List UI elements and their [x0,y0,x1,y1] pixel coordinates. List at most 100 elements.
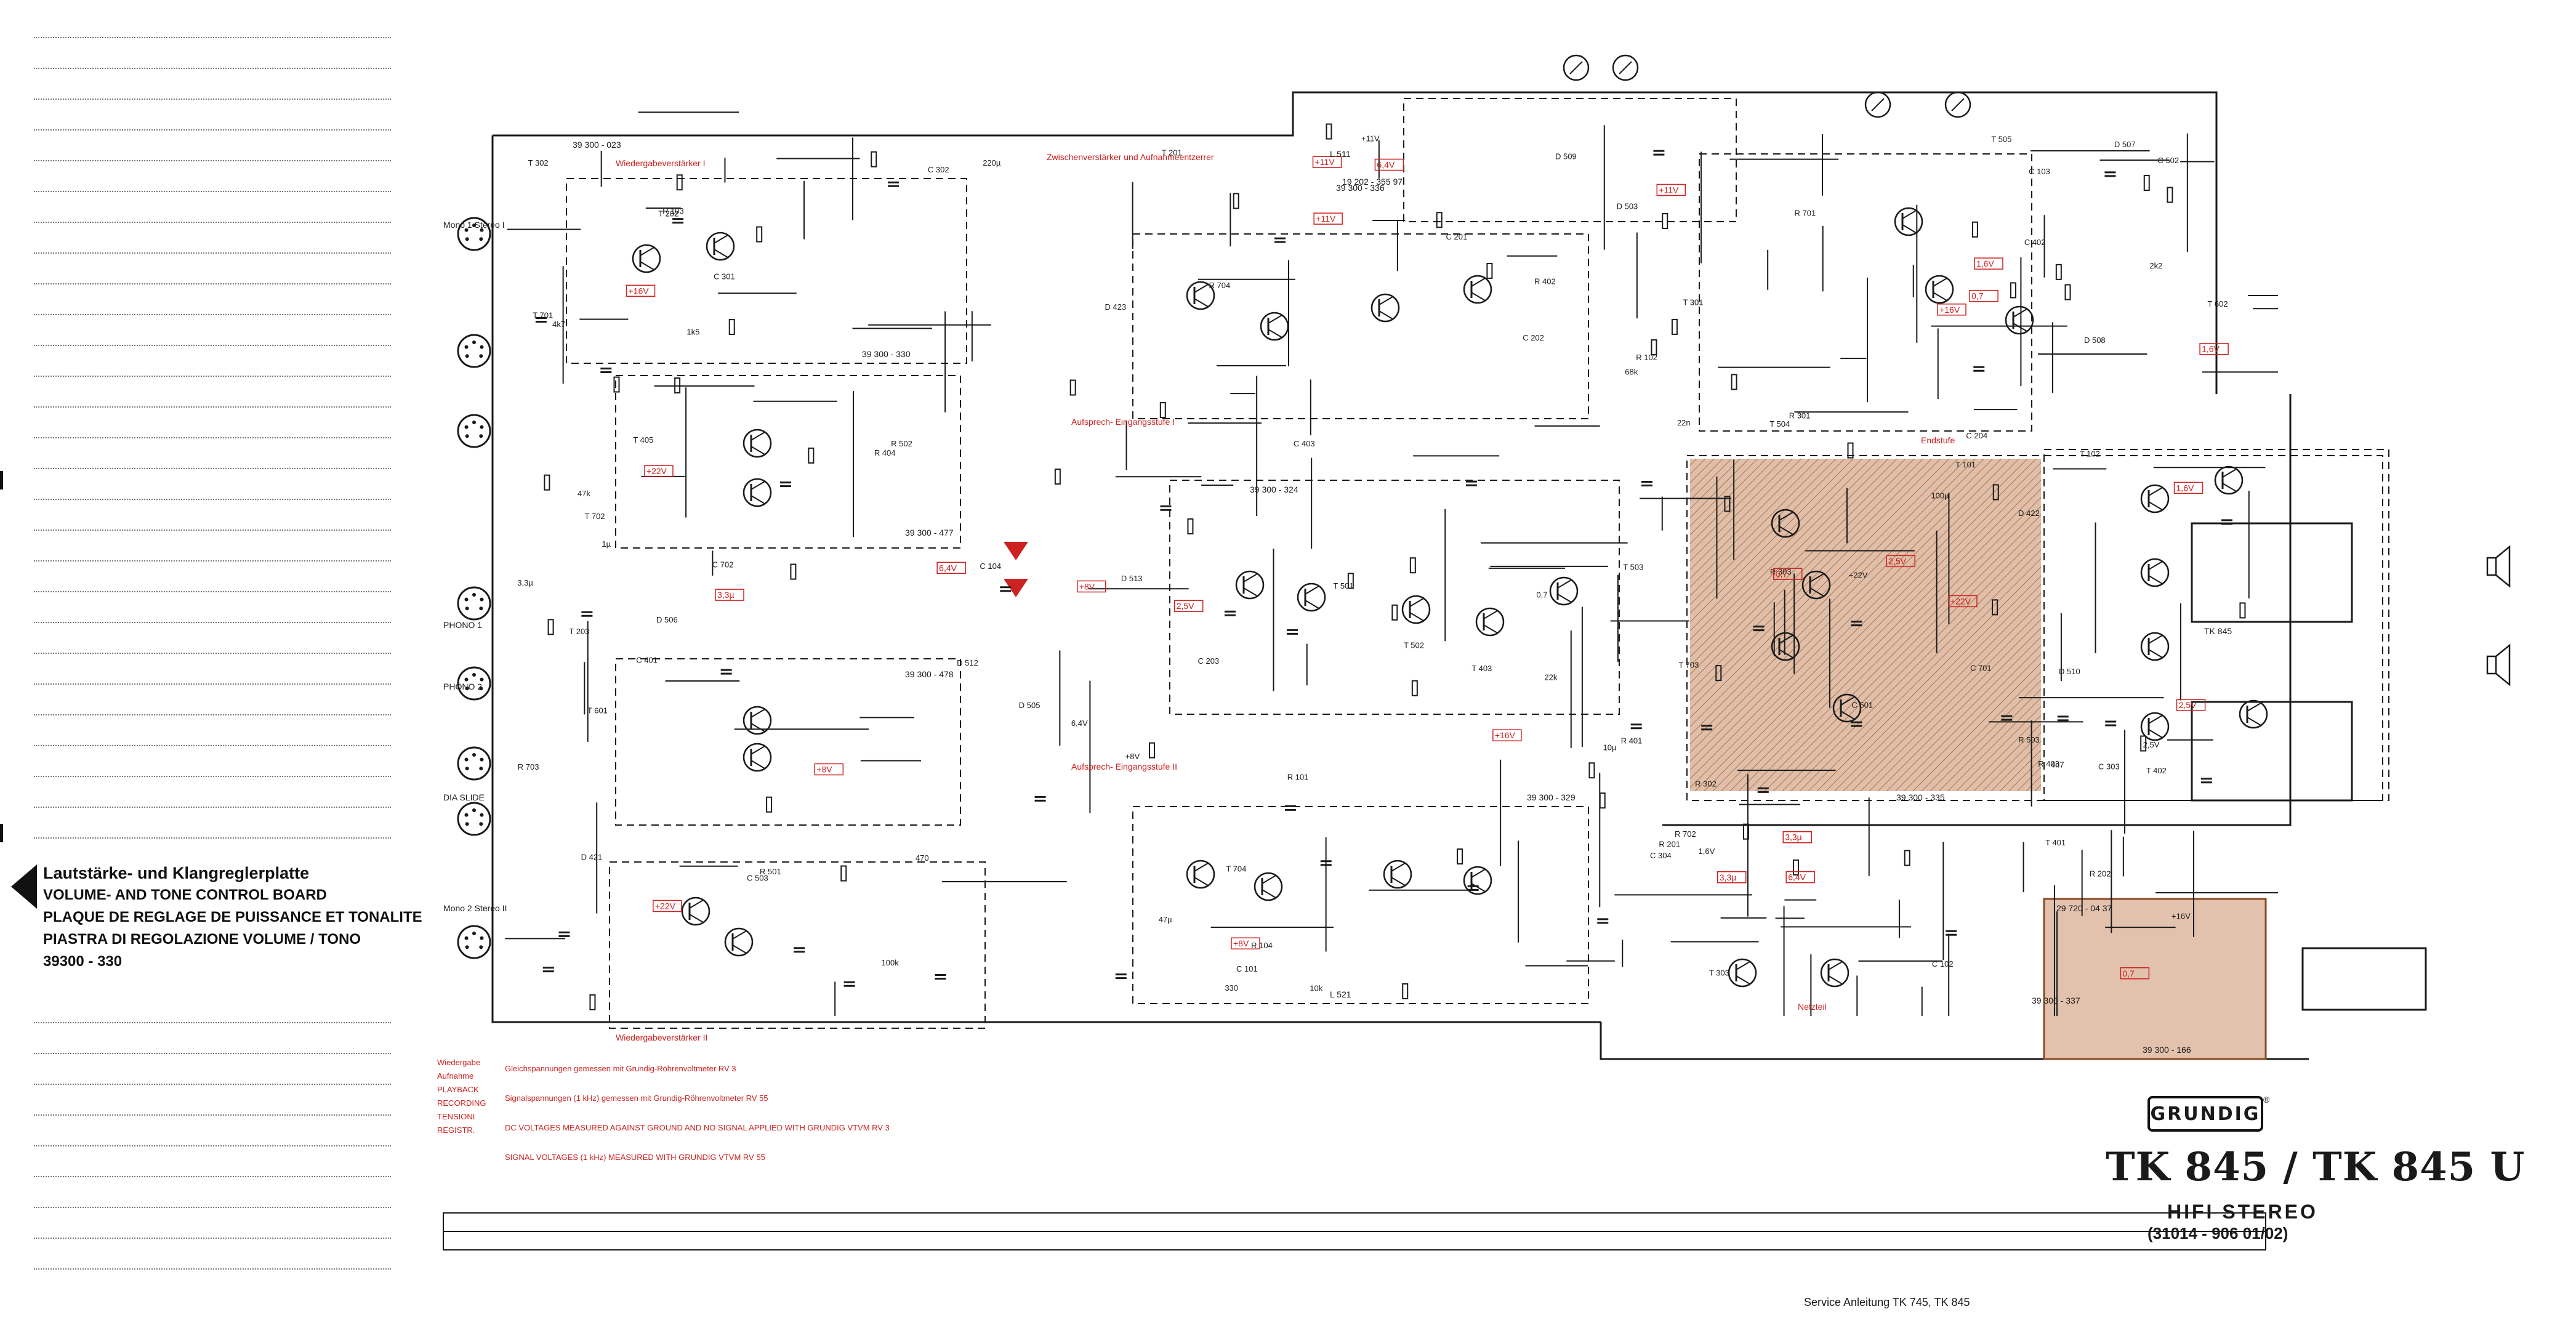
divider [34,714,391,715]
component-label: T 703 [1678,660,1699,669]
component-label: 47k [578,489,590,498]
voltage-label: 6,4V [1788,872,1806,882]
voltage-label: 0,7 [1971,291,1984,301]
divider [34,1145,391,1146]
transistor-emitter [1779,649,1793,658]
voltage-label: +16V [1939,305,1960,315]
component-label: C 702 [712,560,734,570]
board-id: 39 300 - 336 [1336,183,1385,193]
stage-callout: Wiedergabeverstärker I [616,158,706,168]
component-label: R 503 [2018,735,2040,744]
transistor-icon [1832,693,1862,723]
voltage-box [1492,729,1522,741]
component-label: R 303 [1770,567,1792,576]
transistor-icon [743,429,772,458]
legend-note: REGISTR. [437,1126,475,1135]
stage-callout: Endstufe [1921,435,1955,445]
resistor-icon [2064,284,2071,300]
voltage-label: +8V [1079,581,1095,591]
grundig-logo: GRUNDIG [2147,1096,2263,1132]
component-label: 0,7 [1536,590,1547,599]
resistor-icon [1724,496,1731,512]
resistor-icon [840,865,847,882]
voltage-box [2176,699,2206,711]
divider [34,406,391,408]
input-label: PHONO 2 [443,682,482,691]
component-label: D 512 [957,658,978,667]
component-label: 47µ [1159,915,1172,924]
voltage-box [1782,831,1812,844]
transistor-collector [2013,308,2027,318]
component-label: R 701 [1794,209,1816,218]
voltage-box [653,900,682,912]
socket-pin [465,606,469,611]
input-label: PHONO 1 [443,620,482,630]
voltage-box [1969,289,1998,302]
resistor-icon [589,994,596,1010]
transistor-emitter [2148,729,2163,738]
component-label: R 104 [1251,941,1273,950]
legend-note: Gleichspannungen gemessen mit Grundig-Rö… [505,1064,736,1073]
transistor-icon [1260,312,1289,341]
socket-pin [464,228,469,232]
component-label: D 422 [2018,509,2040,518]
board-id: 19 202 - 355 97 [1342,177,1403,187]
transistor-emitter [1840,711,1855,720]
speaker-cone [2495,643,2511,687]
voltage-label: 2,5V [1177,601,1194,611]
footer-reference: Service Anleitung TK 745, TK 845 [1804,1296,1970,1308]
divider [34,314,391,315]
components [457,54,2511,1010]
voltage-box [1785,871,1815,884]
transistor-icon [2140,558,2170,587]
component-label: T 601 [587,706,608,715]
legend-note: Aufnahme [437,1071,473,1081]
transistor-collector [2247,703,2261,712]
socket-pin [472,340,476,344]
socket-pin [480,425,484,429]
meter-icon [1944,91,1971,118]
component-label: 1µ [602,539,611,549]
transistor-icon [1463,866,1492,895]
socket-pin [480,228,484,232]
socket-pin [479,687,483,691]
voltage-box [936,562,966,574]
component-label: 4k7 [552,320,565,329]
component-label: D 423 [1105,302,1126,312]
transistor-emitter [2148,649,2163,658]
socket-pin [480,597,484,602]
component-label: 10k [1310,984,1322,993]
socket-pin [479,237,483,241]
resistor-icon [1715,665,1722,682]
resistor-icon [1159,402,1166,419]
transistor-collector [1779,635,1793,644]
component-label: C 501 [1851,700,1873,709]
component-label: D 505 [1019,701,1040,710]
voltage-box [814,763,844,776]
caption-part-number: 39300 - 330 [43,953,123,970]
component-label: R 103 [662,206,684,215]
transistor-emitter [689,914,704,923]
component-label: 1,6V [1699,847,1715,856]
component-label: C 401 [636,655,658,664]
transistor-icon [2239,699,2268,729]
component-label: 68k [1625,368,1638,377]
divider [34,499,391,500]
transistor-collector [1809,573,1824,582]
transistor-emitter [1379,310,1393,320]
stage-callout: Wiedergabeverstärker II [616,1033,707,1042]
left-panel: Lautstärke- und Klangreglerplatte VOLUME… [0,0,431,1325]
component-label: C 103 [2029,167,2050,176]
socket-pin [465,945,469,949]
voltage-label: 1,6V [2176,483,2194,493]
transistor-icon [743,478,772,507]
socket-pin [479,434,483,438]
transistor-collector [2148,487,2163,496]
divider [34,1084,391,1085]
transistor-icon [632,244,661,273]
socket-pin [479,945,483,949]
resistor-icon [547,619,554,635]
transistor-icon [1820,958,1849,988]
